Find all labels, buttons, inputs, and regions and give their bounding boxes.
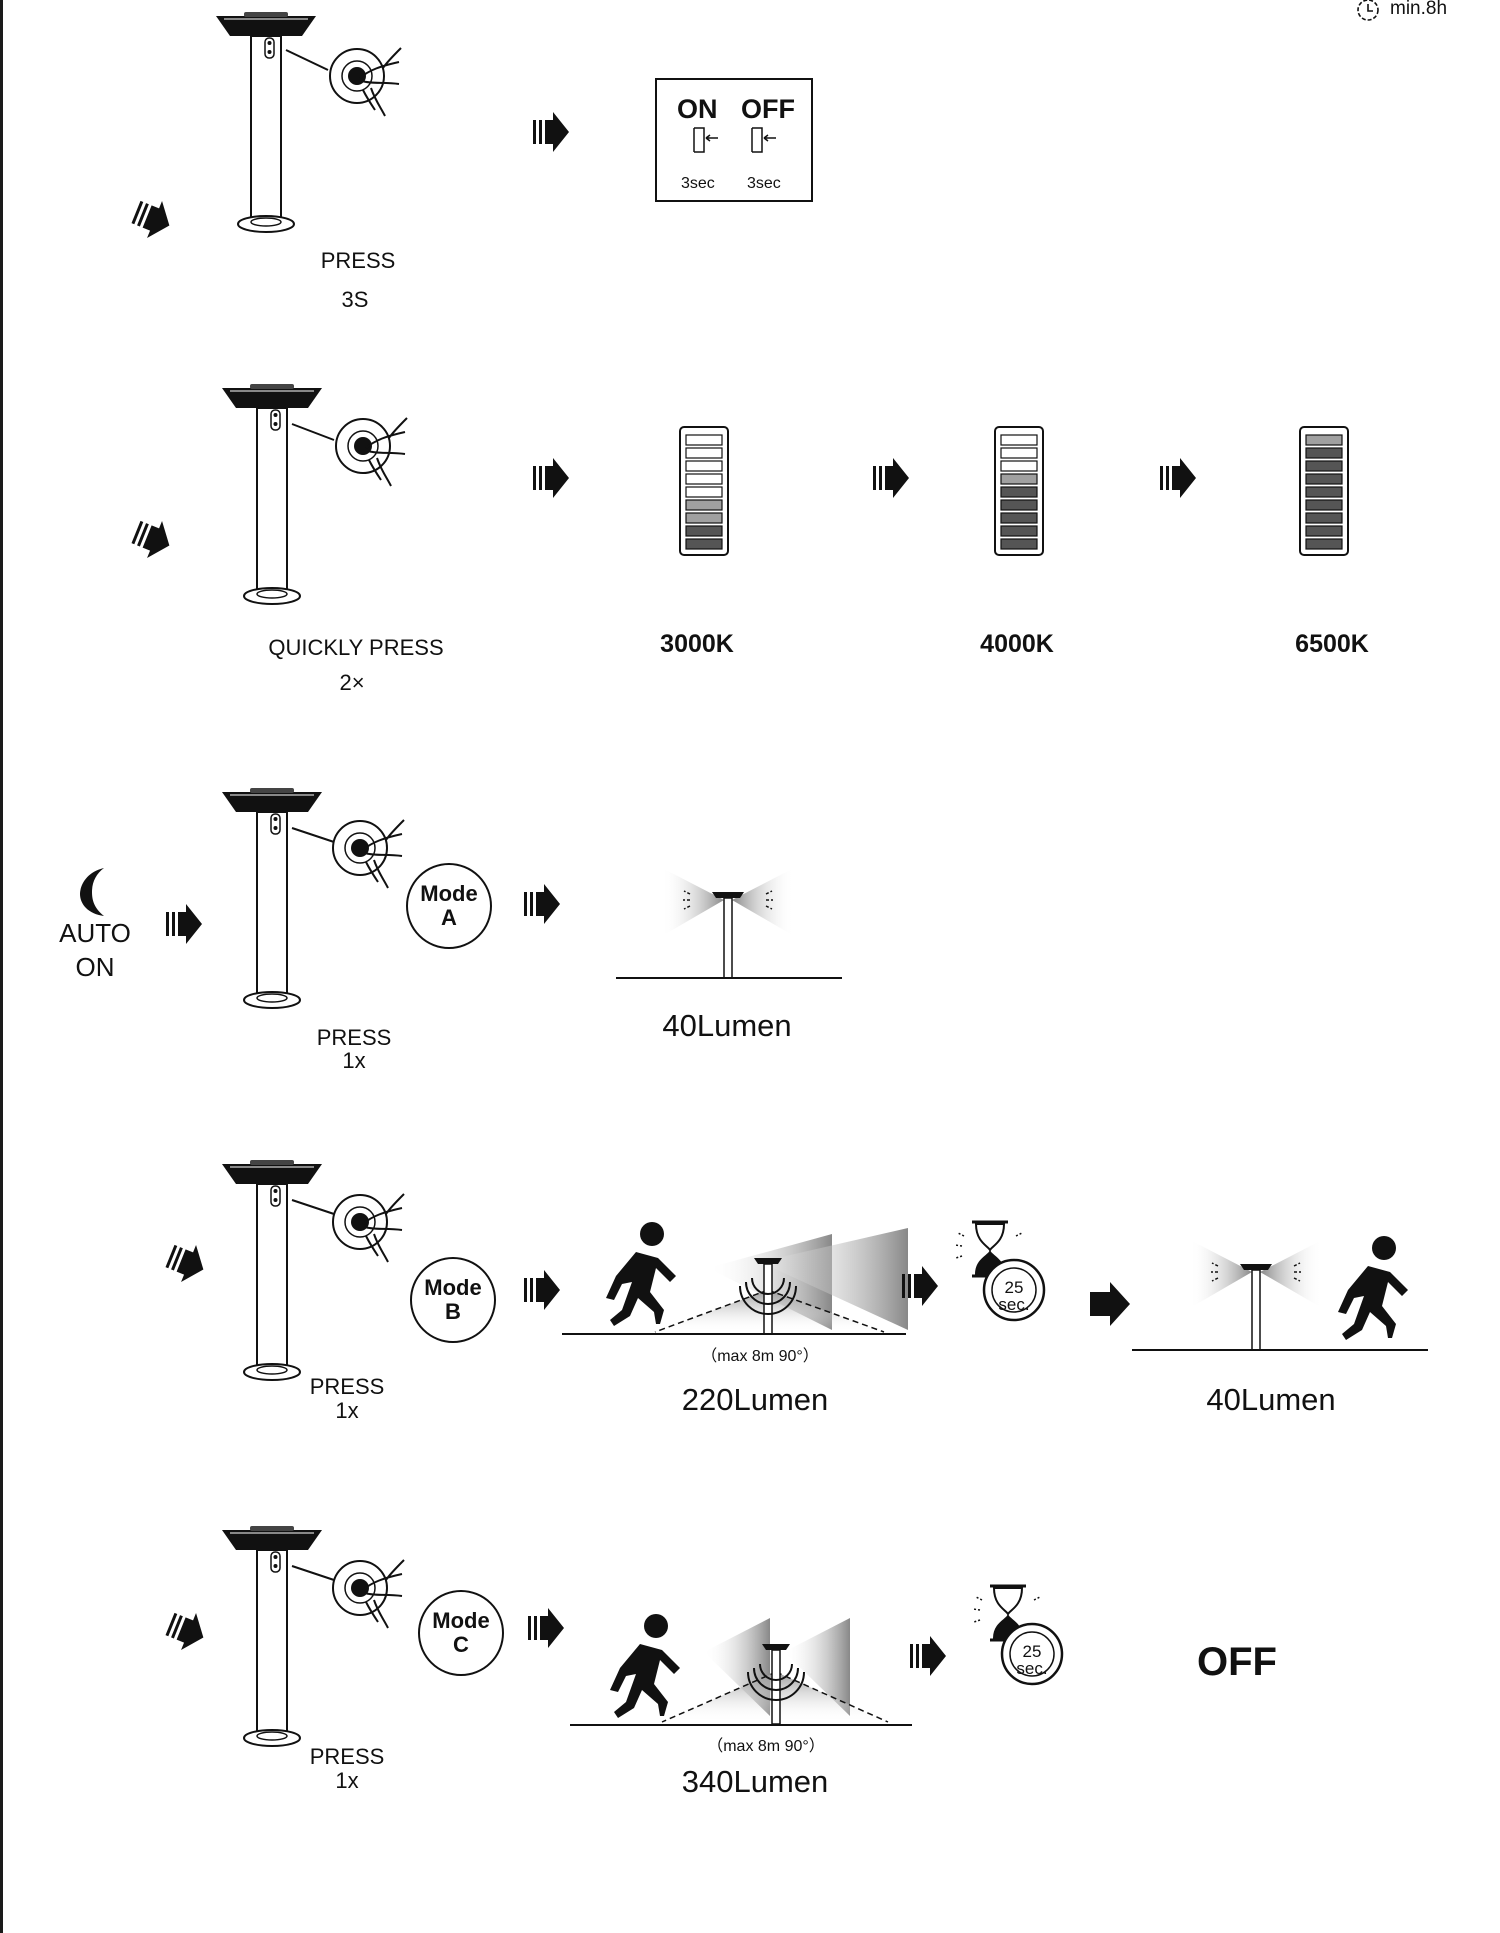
moon-icon xyxy=(80,868,104,916)
mode-word: Mode xyxy=(424,1275,482,1300)
arrow-icon xyxy=(533,458,569,498)
step2-count: 2× xyxy=(339,670,365,695)
arrow-icon xyxy=(524,1270,560,1310)
diagonal-arrow-icon xyxy=(128,513,177,565)
lamp-post-icon xyxy=(221,383,323,605)
press-button-icon xyxy=(329,47,402,117)
step5-action: PRESS xyxy=(309,1744,385,1769)
diagonal-arrow-icon xyxy=(128,193,177,245)
step5-range-note: （max 8m 90°） xyxy=(707,1738,825,1755)
step4-output-motion: 220Lumen xyxy=(681,1382,829,1417)
arrow-icon xyxy=(1160,458,1196,498)
on-hold-label: 3sec xyxy=(681,175,715,192)
mode-word: Mode xyxy=(420,881,478,906)
arrow-icon xyxy=(873,458,909,498)
arrow-icon xyxy=(166,904,202,944)
on-off-panel: ON OFF 3sec 3sec xyxy=(655,78,813,202)
press-button-icon xyxy=(335,417,408,487)
step3-count: 1x xyxy=(342,1048,366,1073)
off-hold-label: 3sec xyxy=(747,175,781,192)
mode-word: Mode xyxy=(432,1608,490,1633)
clock-icon xyxy=(1357,0,1379,21)
arrow-icon xyxy=(524,884,560,924)
off-label: OFF xyxy=(741,94,795,124)
lit-lamp-icon xyxy=(661,867,795,979)
walking-person-icon xyxy=(610,1614,680,1718)
step4-timer-unit: sec. xyxy=(998,1295,1030,1314)
step2-action: QUICKLY PRESS xyxy=(268,635,444,660)
step1-duration: 3S xyxy=(341,287,369,312)
step5-timer-unit: sec. xyxy=(1016,1659,1048,1678)
step5-timer-value: 25 xyxy=(1022,1642,1042,1661)
page-border xyxy=(0,0,3,1933)
motion-sensor-scene xyxy=(570,1618,912,1726)
step4-range-note: （max 8m 90°） xyxy=(701,1348,819,1365)
step3-output: 40Lumen xyxy=(662,1008,792,1043)
walking-person-icon xyxy=(606,1222,676,1326)
step1-action: PRESS xyxy=(320,248,396,273)
diagonal-arrow-icon xyxy=(162,1237,211,1289)
step3-action: PRESS xyxy=(316,1025,392,1050)
mode-c-badge: Mode C xyxy=(418,1590,504,1676)
switch-off-icon xyxy=(751,127,776,153)
colour-temp-4000: 4000K xyxy=(980,630,1054,658)
step5-count: 1x xyxy=(335,1768,359,1793)
on-label: ON xyxy=(75,952,115,982)
mode-letter: A xyxy=(441,905,457,930)
colour-temp-3000: 3000K xyxy=(660,630,734,658)
arrow-icon xyxy=(533,112,569,152)
arrow-icon xyxy=(1090,1282,1130,1326)
auto-label: AUTO xyxy=(59,918,131,948)
motion-sensor-scene xyxy=(562,1228,908,1335)
battery-level-icon xyxy=(994,426,1044,556)
mode-b-badge: Mode B xyxy=(410,1257,496,1343)
step4-action: PRESS xyxy=(309,1374,385,1399)
walking-person-icon xyxy=(1338,1236,1408,1340)
on-label: ON xyxy=(677,94,718,124)
arrow-icon xyxy=(528,1608,564,1648)
step5-output-motion: 340Lumen xyxy=(681,1764,829,1799)
step4-count: 1x xyxy=(335,1398,359,1423)
step4-output-after: 40Lumen xyxy=(1206,1382,1336,1417)
lamp-post-icon xyxy=(221,1159,323,1381)
press-button-icon xyxy=(332,1193,405,1263)
mode-a-badge: Mode A xyxy=(406,863,492,949)
colour-temp-6500: 6500K xyxy=(1295,630,1369,658)
battery-level-icon xyxy=(1299,426,1349,556)
lamp-post-icon xyxy=(221,1525,323,1747)
battery-level-icon xyxy=(679,426,729,556)
diagonal-arrow-icon xyxy=(162,1605,211,1657)
lamp-post-icon xyxy=(221,787,323,1009)
switch-on-icon xyxy=(693,127,718,153)
arrow-icon xyxy=(910,1636,946,1676)
press-button-icon xyxy=(332,1559,405,1629)
min-charge-note: min.8h xyxy=(1390,0,1448,19)
lamp-post-icon xyxy=(215,11,317,233)
step4-timer-value: 25 xyxy=(1004,1278,1024,1297)
mode-letter: B xyxy=(445,1299,461,1324)
step5-result: OFF xyxy=(1197,1640,1277,1684)
mode-letter: C xyxy=(453,1632,469,1657)
press-button-icon xyxy=(332,819,405,889)
lit-lamp-icon xyxy=(1189,1239,1323,1351)
